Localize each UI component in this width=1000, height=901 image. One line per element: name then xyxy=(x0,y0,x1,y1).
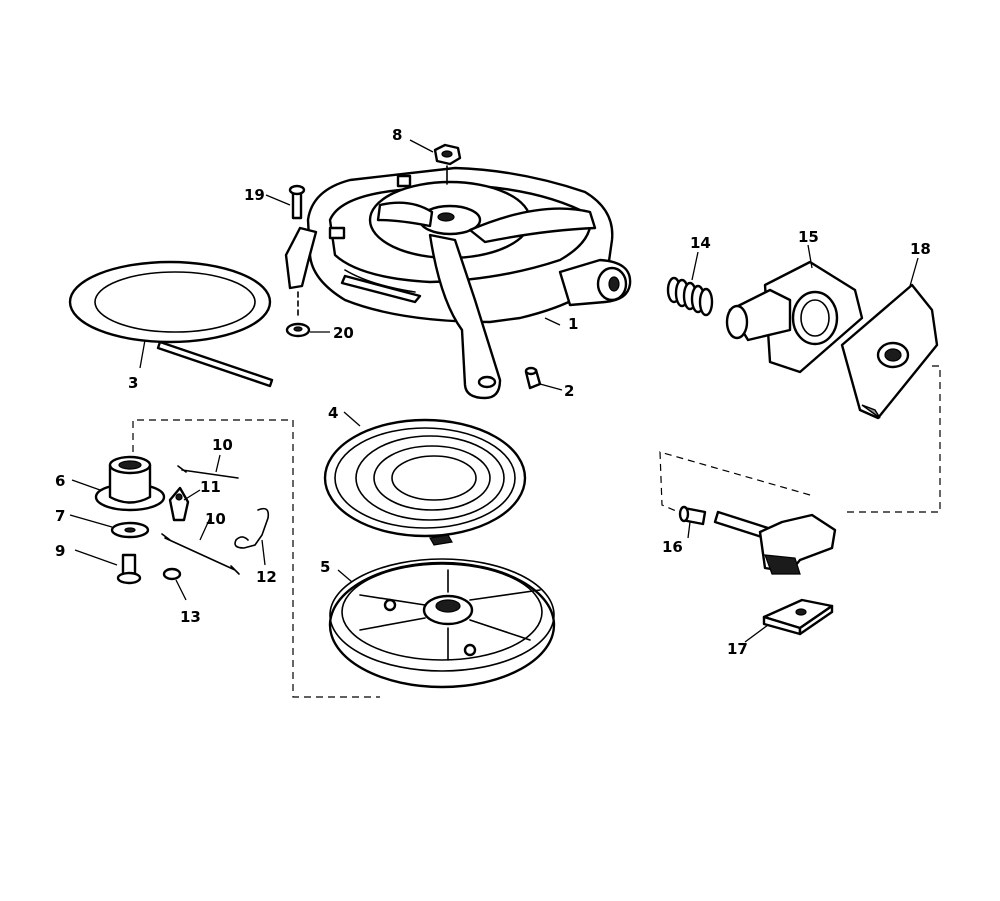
callout-10-lower: 10 xyxy=(205,510,226,528)
part-recoil-spring xyxy=(323,418,527,546)
washer-hole xyxy=(124,527,136,533)
part-pawl xyxy=(168,486,190,522)
callout-16: 16 xyxy=(662,538,683,556)
callout-20: 20 xyxy=(333,324,354,342)
callout-9: 9 xyxy=(55,542,65,560)
callout-3: 3 xyxy=(128,374,138,392)
part-rope xyxy=(68,260,274,388)
callout-7: 7 xyxy=(55,507,65,525)
callout-10-upper: 10 xyxy=(212,436,233,454)
part-bracket-bolt xyxy=(284,184,318,338)
part-sleeve xyxy=(678,505,707,526)
part-pulley xyxy=(328,558,556,689)
part-anchor-block xyxy=(762,598,834,636)
callout-13: 13 xyxy=(180,608,201,626)
callout-17: 17 xyxy=(727,640,748,658)
callout-5: 5 xyxy=(320,558,330,576)
part-hub xyxy=(94,455,166,512)
part-spring-clip xyxy=(234,507,270,549)
part-nut xyxy=(433,143,462,185)
part-retainer xyxy=(162,567,182,581)
leader-lines xyxy=(69,139,919,643)
callout-1: 1 xyxy=(568,315,578,333)
group-outline-right xyxy=(659,365,941,518)
part-starter-housing xyxy=(306,166,632,400)
callout-12: 12 xyxy=(256,568,277,586)
callout-19: 19 xyxy=(244,186,265,204)
part-handle-housing xyxy=(725,260,864,374)
callout-14: 14 xyxy=(690,234,711,252)
part-link-upper xyxy=(177,465,239,479)
part-pin xyxy=(524,366,542,390)
callout-4: 4 xyxy=(328,404,338,422)
part-screw xyxy=(116,553,142,585)
callout-2: 2 xyxy=(564,382,574,400)
group-outline-left xyxy=(132,419,380,698)
callout-18: 18 xyxy=(910,240,931,258)
part-handle-grip xyxy=(713,510,837,575)
part-spring xyxy=(666,276,714,317)
callout-15: 15 xyxy=(798,228,819,246)
part-link-lower xyxy=(161,533,240,575)
callout-8: 8 xyxy=(392,126,402,144)
callout-6: 6 xyxy=(55,472,65,490)
callout-11: 11 xyxy=(200,478,221,496)
part-grommet-plate xyxy=(840,283,939,420)
